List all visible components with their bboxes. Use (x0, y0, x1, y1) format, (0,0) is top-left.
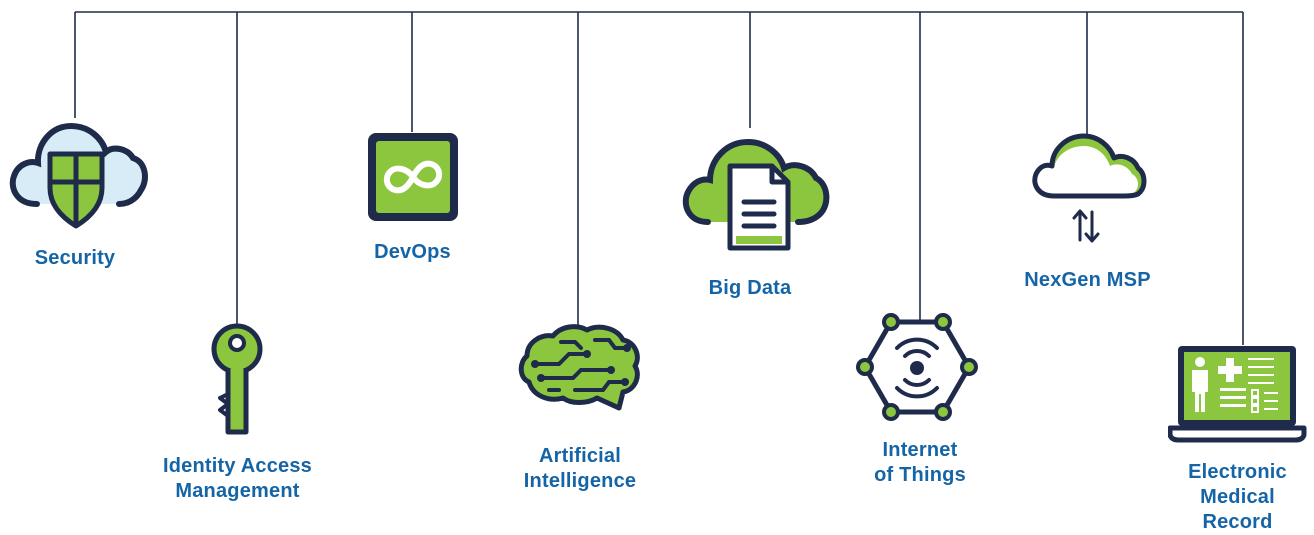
label-emr-line-3: Record (1202, 511, 1273, 533)
label-identity-line-2: Management (175, 480, 300, 502)
label-ai-line-1: Artificial (538, 445, 622, 467)
label-emr-line-1: Electronic (1188, 461, 1287, 483)
label-iot-line-2: of Things (874, 464, 966, 486)
label-security: Security (0, 246, 150, 271)
label-ai-line-2: Intelligence (523, 470, 637, 492)
circuit-brain-icon (518, 324, 640, 411)
label-msp-line-1: NexGen MSP (1024, 269, 1151, 291)
label-internet-of-things: Internet of Things (840, 438, 1000, 488)
cloud-shield-icon (9, 122, 148, 229)
infinity-loop-icon (368, 133, 458, 221)
label-bigdata-line-1: Big Data (708, 277, 792, 299)
label-artificial-intelligence: Artificial Intelligence (490, 444, 670, 494)
label-devops: DevOps (330, 240, 495, 265)
cloud-sync-icon (1032, 133, 1147, 243)
label-security-line-1: Security (34, 247, 116, 269)
label-electronic-medical-record: Electronic Medical Record (1165, 460, 1310, 535)
cloud-document-icon (682, 138, 830, 251)
label-identity-line-1: Identity Access (163, 455, 312, 477)
label-identity-access-management: Identity Access Management (120, 454, 355, 504)
label-iot-line-1: Internet (882, 439, 958, 461)
connected-network-icon (856, 313, 978, 421)
label-devops-line-1: DevOps (374, 241, 451, 263)
label-nexgen-msp: NexGen MSP (1005, 268, 1170, 293)
label-big-data: Big Data (670, 276, 830, 301)
key-icon (211, 323, 263, 435)
label-emr-line-2: Medical (1200, 486, 1275, 508)
medical-laptop-icon (1168, 346, 1307, 443)
